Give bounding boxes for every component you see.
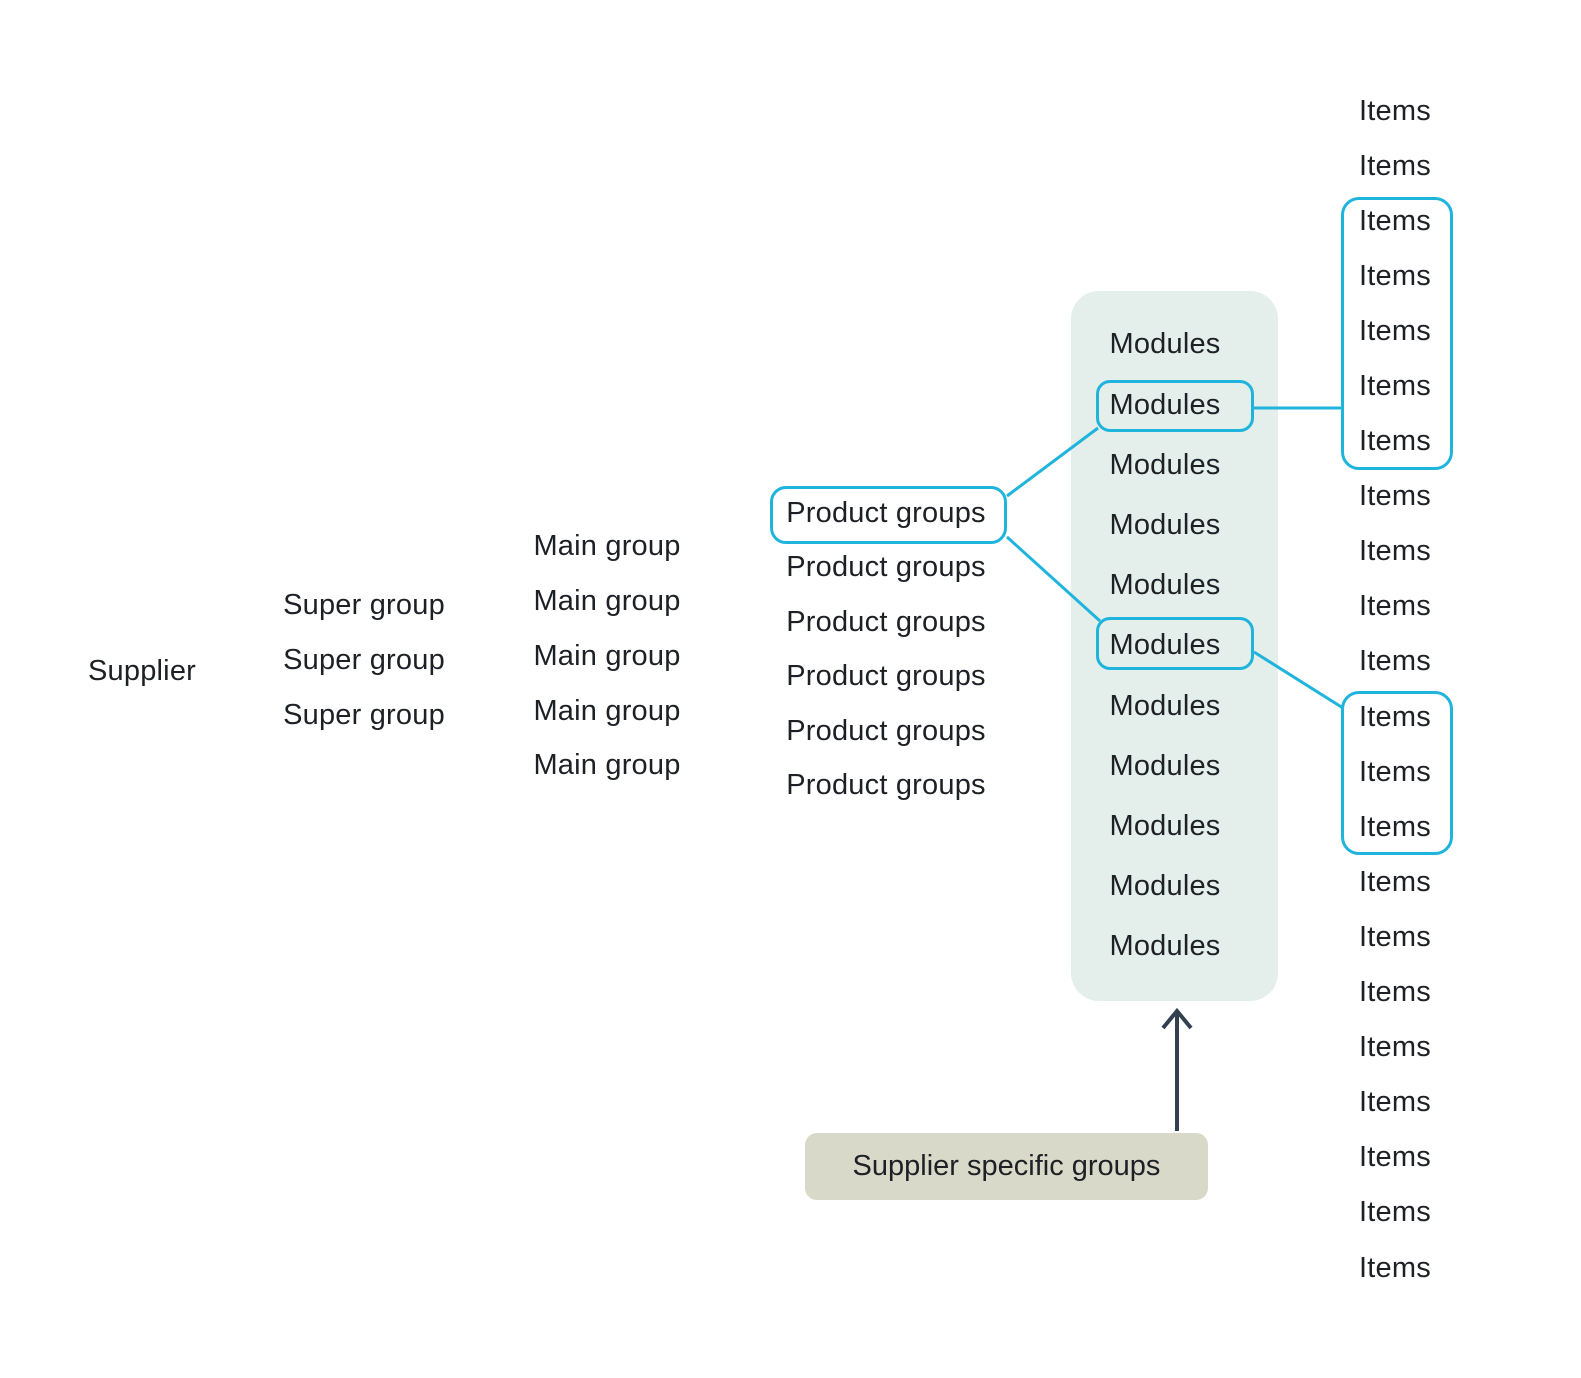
item-label: Items: [1359, 259, 1431, 292]
supplier-specific-groups-badge: Supplier specific groups: [805, 1133, 1208, 1200]
product-group-label: Product groups: [786, 551, 986, 584]
main-group-label: Main group: [533, 585, 681, 618]
item-label: Items: [1359, 1196, 1431, 1229]
item-label: Items: [1359, 976, 1431, 1009]
item-label: Items: [1359, 755, 1431, 788]
module-label: Modules: [1109, 930, 1221, 963]
modules-highlight-box-1: [1096, 380, 1254, 432]
items-group-box-1: [1341, 197, 1453, 470]
items-group-box-2: [1341, 691, 1453, 855]
module-label: Modules: [1109, 689, 1221, 722]
supplier-label: Supplier: [88, 655, 196, 687]
item-label: Items: [1359, 810, 1431, 843]
item-label: Items: [1359, 920, 1431, 953]
main-group-label: Main group: [533, 530, 681, 563]
modules-panel: [1071, 291, 1278, 1001]
supplier-specific-groups-label: Supplier specific groups: [852, 1150, 1161, 1182]
product-group-label: Product groups: [786, 496, 986, 529]
connector-productgroups-to-module-2: [1006, 426, 1099, 498]
main-group-label: Main group: [533, 749, 681, 782]
item-label: Items: [1359, 1031, 1431, 1064]
item-label: Items: [1359, 535, 1431, 568]
super-group-label: Super group: [283, 588, 445, 621]
item-label: Items: [1359, 1086, 1431, 1119]
module-label: Modules: [1109, 328, 1221, 361]
item-label: Items: [1359, 700, 1431, 733]
product-groups-highlight-box: [770, 486, 1007, 544]
item-label: Items: [1359, 425, 1431, 458]
modules-highlight-box-2: [1096, 617, 1254, 670]
connector-productgroups-to-module-6: [1005, 535, 1102, 623]
module-label: Modules: [1109, 448, 1221, 481]
module-label: Modules: [1109, 388, 1221, 421]
product-group-label: Product groups: [786, 660, 986, 693]
module-label: Modules: [1109, 809, 1221, 842]
item-label: Items: [1359, 645, 1431, 678]
item-label: Items: [1359, 94, 1431, 127]
module-label: Modules: [1109, 509, 1221, 542]
connector-module-6-to-items-group-2: [1253, 650, 1344, 710]
item-label: Items: [1359, 149, 1431, 182]
product-group-label: Product groups: [786, 769, 986, 802]
annotation-arrowhead-icon: [1161, 1007, 1193, 1030]
super-group-label: Super group: [283, 698, 445, 731]
module-label: Modules: [1109, 569, 1221, 602]
item-label: Items: [1359, 480, 1431, 513]
supplier-column: Supplier: [52, 644, 232, 699]
super-group-label: Super group: [283, 643, 445, 676]
item-label: Items: [1359, 314, 1431, 347]
item-label: Items: [1359, 1141, 1431, 1174]
module-label: Modules: [1109, 870, 1221, 903]
item-label: Items: [1359, 204, 1431, 237]
item-label: Items: [1359, 590, 1431, 623]
main-group-label: Main group: [533, 639, 681, 672]
item-label: Items: [1359, 865, 1431, 898]
module-label: Modules: [1109, 749, 1221, 782]
module-label: Modules: [1109, 629, 1221, 662]
item-label: Items: [1359, 1251, 1431, 1284]
product-group-label: Product groups: [786, 714, 986, 747]
product-group-label: Product groups: [786, 605, 986, 638]
main-group-label: Main group: [533, 694, 681, 727]
item-label: Items: [1359, 370, 1431, 403]
